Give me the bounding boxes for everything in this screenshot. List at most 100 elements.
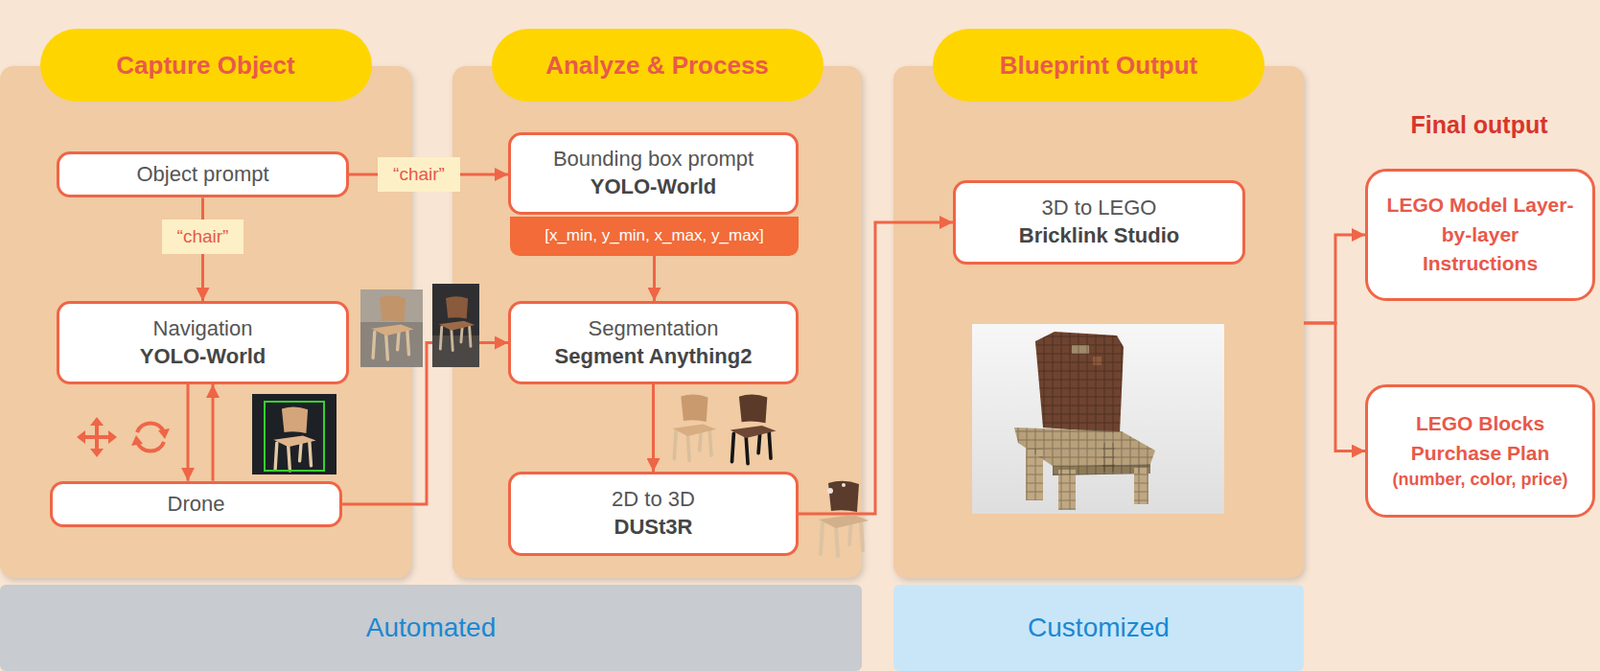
stage-panel: Capture ObjectObject promptNavigationYOL…	[0, 66, 412, 579]
lego-render	[972, 324, 1225, 514]
lego-render	[1025, 448, 1044, 501]
flow-arrow	[798, 222, 953, 514]
process-box: 3D to LEGOBricklink Studio	[952, 180, 1246, 265]
edge-label: “chair”	[162, 219, 245, 255]
box-title: Navigation	[153, 315, 254, 344]
flow-arrow	[1303, 323, 1366, 452]
box-subtitle: YOLO-World	[139, 343, 267, 372]
flow-arrow	[652, 255, 656, 302]
category-band: Customized	[893, 584, 1304, 671]
box-subtitle: Segment Anything2	[555, 343, 753, 372]
box-subtitle: YOLO-World	[590, 173, 718, 202]
band-title: Automated	[366, 612, 496, 644]
lego-render	[1052, 463, 1151, 476]
move-icon	[82, 422, 112, 452]
camera-photo	[360, 289, 423, 323]
move-icon	[108, 430, 117, 444]
move-icon	[76, 417, 117, 458]
lego-render	[1071, 345, 1090, 354]
point-cloud-chair	[841, 483, 846, 487]
rotate-icon	[137, 441, 164, 452]
panel-background	[893, 66, 1304, 579]
camera-photo	[432, 283, 480, 368]
box-title: 3D to LEGO	[1042, 194, 1158, 223]
process-box: Bounding box promptYOLO-World	[508, 132, 799, 215]
lego-render	[1058, 469, 1076, 511]
process-box: NavigationYOLO-World	[56, 301, 349, 385]
rotate-icon	[131, 435, 143, 446]
box-title: Drone	[167, 490, 226, 519]
camera-photo	[360, 289, 423, 368]
stage-panel: Analyze & ProcessBounding box promptYOLO…	[452, 66, 862, 579]
edge-label-anchor: “chair”	[162, 219, 245, 255]
detection-photo	[273, 406, 316, 471]
process-box: Object prompt	[56, 151, 349, 199]
point-cloud-chair	[827, 487, 834, 494]
output-box: LEGO Blocks Purchase Plan(number, color,…	[1365, 384, 1596, 518]
point-cloud-chair	[818, 481, 869, 557]
panel-heading: Blueprint Output	[932, 28, 1265, 102]
output-title: LEGO Blocks Purchase Plan	[1383, 409, 1577, 468]
flow-arrow	[211, 384, 215, 482]
rotate-icon	[158, 428, 170, 440]
lego-render	[1035, 331, 1124, 434]
panel-background	[0, 66, 412, 579]
process-box: SegmentationSegment Anything2	[508, 301, 799, 385]
label-anchor: Final output	[1410, 111, 1548, 140]
camera-photo	[360, 289, 423, 368]
lego-render	[1102, 442, 1115, 472]
output-title: LEGO Model Layer-by-layer Instructions	[1383, 190, 1577, 279]
lego-render	[1058, 469, 1076, 511]
lego-render	[1052, 463, 1151, 476]
segmented-chair	[672, 394, 718, 462]
detection-photo	[252, 394, 337, 475]
box-title: 2D to 3D	[611, 486, 696, 514]
flow-arrow	[651, 384, 655, 472]
move-icon	[90, 417, 104, 426]
stage-panel: Blueprint Output3D to LEGOBricklink Stud…	[893, 66, 1304, 579]
category-band: Automated	[0, 584, 862, 671]
output-bar: [x_min, y_min, x_max, y_max]	[510, 216, 799, 256]
band-title: Customized	[1027, 612, 1170, 644]
box-subtitle: Bricklink Studio	[1019, 222, 1180, 251]
process-box: 2D to 3DDUSt3R	[508, 471, 799, 557]
panel-heading: Analyze & Process	[491, 28, 824, 102]
process-box: Drone	[49, 481, 343, 529]
detection-photo	[264, 401, 325, 471]
rotate-icon	[131, 422, 170, 451]
lego-render	[972, 324, 1225, 514]
panel-heading: Capture Object	[40, 28, 372, 102]
section-label: Final output	[1410, 111, 1548, 140]
bar-text: [x_min, y_min, x_max, y_max]	[544, 226, 765, 246]
point-cloud-chair	[818, 481, 869, 557]
rotate-icon	[137, 422, 164, 433]
lego-render	[1092, 356, 1102, 366]
segmented-chair	[672, 394, 718, 462]
move-icon	[76, 430, 86, 444]
box-title: Object prompt	[136, 161, 269, 189]
segmented-chair	[730, 394, 777, 464]
lego-render	[1134, 467, 1149, 505]
box-title: Segmentation	[588, 315, 719, 344]
lego-render	[1134, 467, 1149, 505]
lego-render	[1014, 427, 1156, 466]
flow-arrow	[342, 343, 509, 506]
edge-label: “chair”	[377, 157, 461, 192]
camera-photo	[371, 295, 414, 360]
output-box: LEGO Model Layer-by-layer Instructions	[1365, 168, 1596, 302]
lego-render	[1014, 427, 1156, 466]
box-subtitle: DUSt3R	[614, 513, 694, 542]
output-detail: (number, color, price)	[1391, 467, 1568, 492]
move-icon	[90, 448, 104, 458]
lego-render	[1035, 331, 1124, 434]
camera-photo	[432, 335, 480, 368]
panel-background	[452, 66, 862, 579]
edge-label-anchor: “chair”	[377, 157, 461, 192]
lego-render	[1102, 442, 1115, 472]
lego-render	[1025, 448, 1044, 501]
segmented-chair	[730, 394, 777, 464]
lego-render	[1014, 331, 1156, 511]
flow-arrow	[186, 384, 190, 482]
